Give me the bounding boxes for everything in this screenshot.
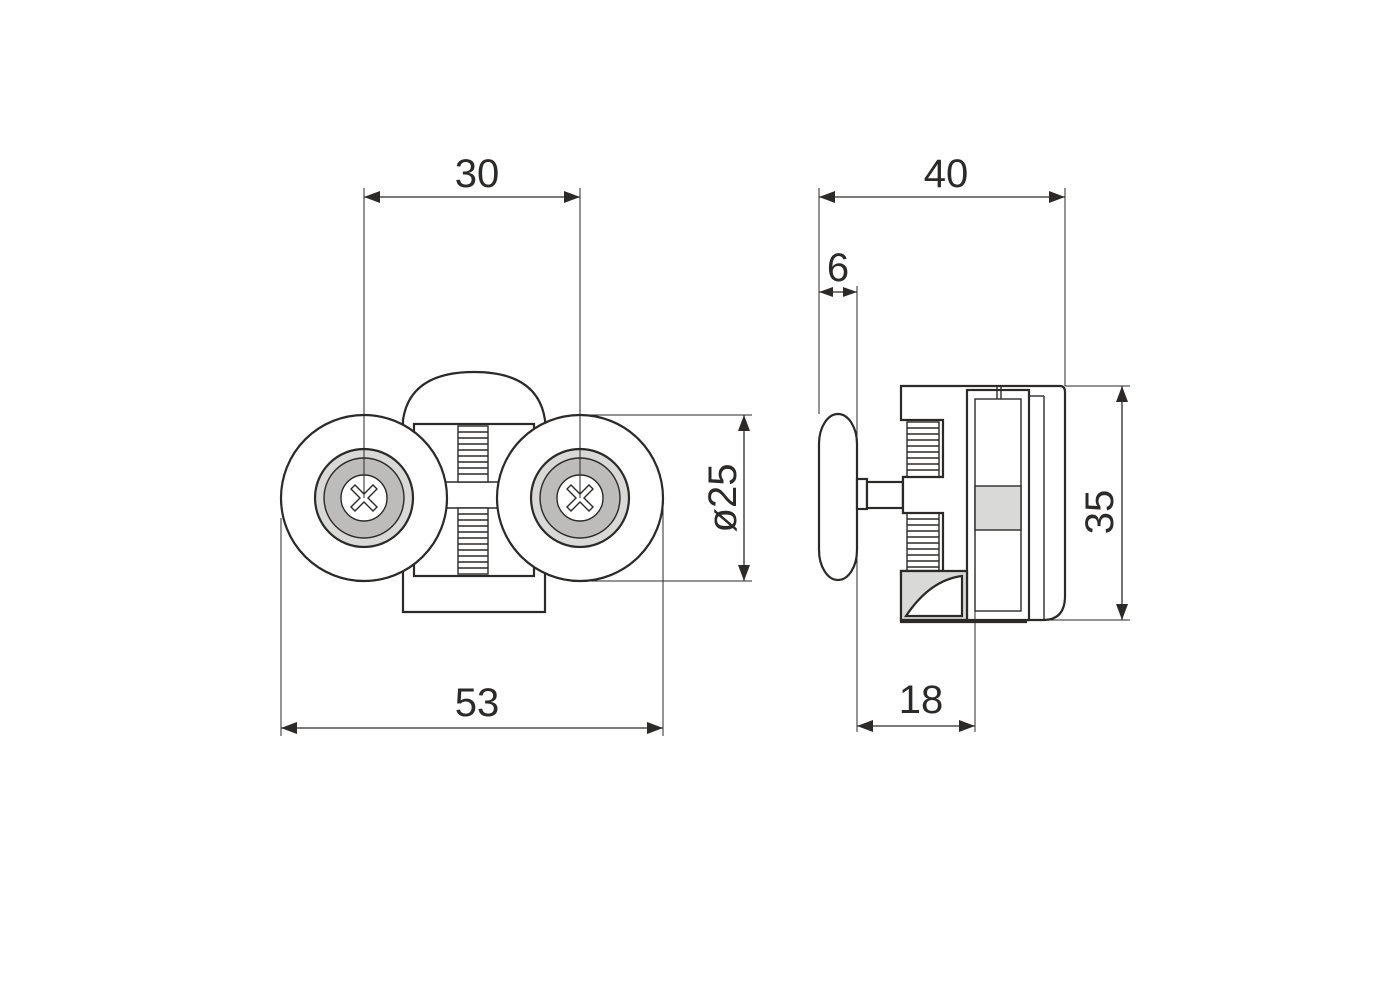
dim-height: 35 <box>1043 385 1130 621</box>
front-view: 30 53 ø25 <box>279 152 752 736</box>
dim-axle-spacing: 30 <box>363 152 581 498</box>
dim-clamp-width: 18 <box>857 611 976 732</box>
dim-label-18: 18 <box>899 678 944 722</box>
front-thread-upper <box>457 425 489 483</box>
dim-wheel-diameter: ø25 <box>580 414 752 582</box>
side-thread-upper <box>906 421 940 478</box>
dim-label-diameter: ø25 <box>701 464 745 533</box>
dim-label-30: 30 <box>455 152 500 196</box>
dim-label-6: 6 <box>827 246 849 290</box>
dim-label-35: 35 <box>1078 490 1122 535</box>
dim-overall-width: 53 <box>280 498 664 736</box>
dim-label-53: 53 <box>455 681 500 725</box>
front-thread-lower <box>457 507 489 575</box>
side-thread-lower <box>906 512 940 572</box>
dim-wheel-thickness: 6 <box>819 246 858 732</box>
dim-overall-depth: 40 <box>818 152 1066 414</box>
side-view: 40 6 18 35 <box>817 152 1130 732</box>
side-wheel <box>817 412 859 582</box>
dim-label-40: 40 <box>924 152 969 196</box>
